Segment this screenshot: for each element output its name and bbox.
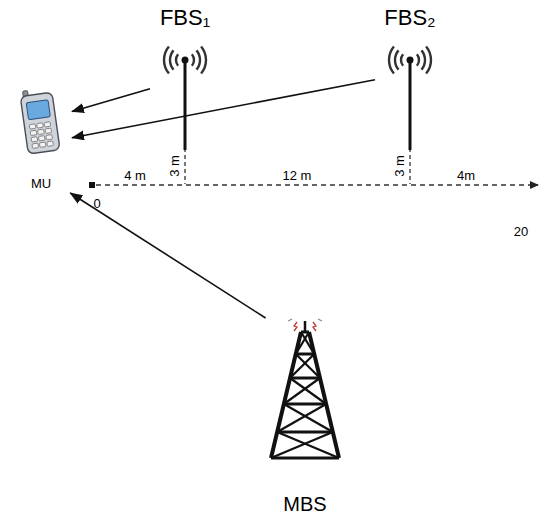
- antenna-icon: [375, 32, 445, 150]
- tower-cross-brace: [290, 378, 326, 404]
- tower-brace: [277, 431, 333, 434]
- distance-axis: [96, 184, 538, 185]
- phone-screen: [26, 100, 50, 120]
- phone-key: [45, 128, 52, 133]
- distance-dimension: 4m: [457, 168, 475, 184]
- tower-brace: [296, 353, 314, 356]
- signal-arrow: [72, 80, 375, 138]
- origin-marker: [89, 182, 95, 188]
- node-icon: [250, 318, 360, 468]
- phone-key: [30, 130, 37, 135]
- height-line: [184, 148, 185, 184]
- tower-cross-brace: [296, 354, 320, 378]
- node-label: FBS₁: [160, 4, 210, 32]
- tower-cross-brace: [296, 332, 309, 354]
- antenna-mast: [409, 60, 412, 150]
- phone-icon: [10, 88, 72, 156]
- femto-base-station: FBS₁: [150, 4, 220, 150]
- signal-spark: [318, 319, 322, 321]
- femto-base-station: FBS₂: [375, 4, 445, 150]
- signal-spark: [294, 322, 297, 331]
- phone-key: [29, 124, 36, 129]
- signal-wave: [401, 54, 403, 66]
- macro-base-station: MBS: [250, 318, 360, 516]
- phone-key: [47, 141, 54, 146]
- tower-cross-brace: [277, 432, 339, 458]
- node-icon: [150, 32, 220, 150]
- node-icon: [375, 32, 445, 150]
- phone-key: [46, 135, 53, 140]
- phone-key: [39, 142, 46, 147]
- signal-wave: [426, 47, 431, 74]
- phone-key: [44, 122, 51, 127]
- signal-wave: [170, 50, 174, 69]
- signal-wave: [421, 50, 425, 69]
- phone-key: [38, 129, 45, 134]
- height-dimension: 3 m: [167, 155, 183, 177]
- node-label: MBS: [283, 492, 326, 516]
- signal-spark: [288, 319, 292, 321]
- tower-brace: [271, 457, 339, 460]
- tower-cross-brace: [284, 378, 320, 404]
- tower-icon: [250, 318, 360, 468]
- height-line: [409, 148, 410, 184]
- signal-wave: [389, 47, 394, 74]
- node-label: MU: [31, 175, 51, 193]
- signal-wave: [192, 54, 194, 66]
- distance-dimension: 4 m: [124, 168, 146, 184]
- tower-brace: [290, 377, 320, 380]
- antenna-tip: [182, 57, 189, 64]
- axis-tick-label: 20: [514, 224, 528, 240]
- mobile-user: MU: [10, 88, 72, 193]
- phone-key: [38, 136, 45, 141]
- tower-brace: [284, 403, 326, 406]
- node-label: FBS₂: [384, 4, 435, 32]
- axis-tick-label: 0: [93, 196, 100, 212]
- signal-wave: [417, 54, 419, 66]
- signal-wave: [395, 50, 399, 69]
- tower-cross-brace: [290, 354, 314, 378]
- antenna-mast: [184, 60, 187, 150]
- signal-arrow: [70, 193, 265, 318]
- node-icon: [10, 88, 72, 156]
- signal-spark: [313, 322, 316, 331]
- tower-antenna: [304, 321, 307, 332]
- phone-body: [20, 92, 60, 154]
- tower-cross-brace: [271, 432, 333, 458]
- signal-arrow: [72, 89, 150, 112]
- phone-key: [31, 137, 38, 142]
- signal-wave: [164, 47, 169, 74]
- signal-wave: [201, 47, 206, 74]
- height-dimension: 3 m: [392, 155, 408, 177]
- tower-cross-brace: [284, 404, 333, 432]
- phone-key: [32, 143, 39, 148]
- distance-dimension: 12 m: [283, 168, 312, 184]
- tower-cross-brace: [277, 404, 326, 432]
- antenna-tip: [407, 57, 414, 64]
- phone-key: [37, 123, 44, 128]
- signal-wave: [176, 54, 178, 66]
- signal-wave: [196, 50, 200, 69]
- antenna-icon: [150, 32, 220, 150]
